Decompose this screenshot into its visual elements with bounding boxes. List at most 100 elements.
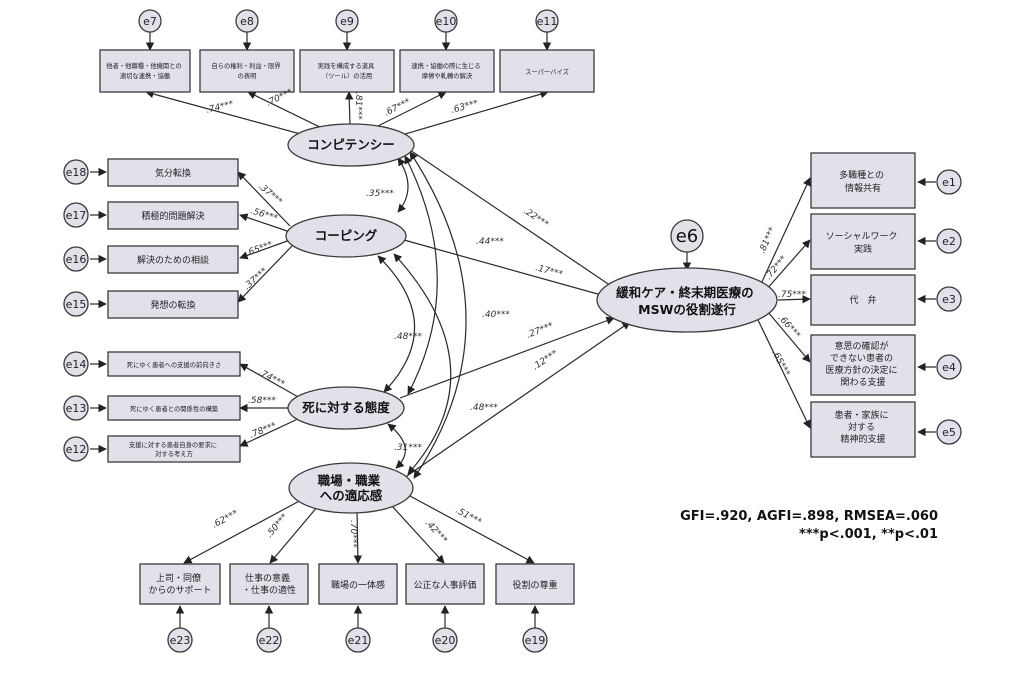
error-e4 <box>936 354 962 380</box>
edges <box>90 32 936 628</box>
edge-comp-3 <box>345 91 354 126</box>
corr-death-work <box>387 423 406 469</box>
error-e20-label: e20 <box>435 634 456 647</box>
edge-work-4 <box>391 505 445 564</box>
indicator-comp-5 <box>499 49 595 93</box>
error-e10 <box>434 9 458 33</box>
latent-workplace-label: 職場・職業 への適応感 <box>318 473 385 503</box>
edge-comp-4 <box>369 91 447 131</box>
error-e2 <box>936 228 962 254</box>
indicator-work-3-label: 職場の一体感 <box>331 579 385 591</box>
error-e11-label: e11 <box>537 15 558 28</box>
indicator-out-3 <box>810 274 916 326</box>
fit-statistics: GFI=.920, AGFI=.898, RMSEA=.060 ***p<.00… <box>680 509 938 542</box>
loading-work-5: .51*** <box>454 506 484 528</box>
error-e6-label: e6 <box>676 226 699 247</box>
indicator-work-2-line2: ・仕事の適性 <box>242 584 296 596</box>
indicator-out-1-line2: 情報共有 <box>845 182 881 194</box>
latent-outcome-line1: 緩和ケア・終末期医療の <box>616 285 754 300</box>
indicator-work-2-label: 仕事の意義 ・仕事の適性 <box>242 572 296 596</box>
edge-cop-4 <box>237 245 293 303</box>
indicator-cop-1 <box>107 158 239 187</box>
error-e9-label: e9 <box>340 15 354 28</box>
edge-cop-2 <box>239 213 291 233</box>
indicator-out-2 <box>810 213 916 270</box>
latent-competency-label: コンピテンシー <box>307 137 395 152</box>
indicator-work-1-line2: からのサポート <box>148 585 211 596</box>
death-attitude-indicators: 死にゆく患者への支援の前向きさ 死にゆく患者との関係性の構築 支援に対する患者自… <box>107 351 241 463</box>
latent-outcome <box>596 267 778 333</box>
loading-comp-4: .67*** <box>383 97 413 119</box>
latent-competency <box>287 123 415 167</box>
edge-death-1 <box>239 363 301 399</box>
error-e4-label: e4 <box>942 361 956 374</box>
error-e18-label: e18 <box>66 166 87 179</box>
latent-outcome-label: 緩和ケア・終末期医療の MSWの役割遂行 <box>616 285 758 317</box>
error-e10-label: e10 <box>436 15 457 28</box>
indicator-comp-4-line2: 摩擦や軋轢の解決 <box>422 71 473 80</box>
indicator-work-1-label: 上司・同僚 からのサポート <box>148 572 211 596</box>
latent-outcome-line2: MSWの役割遂行 <box>638 302 736 317</box>
edge-out-3 <box>777 295 811 304</box>
corr-coef-cop-death: .48*** <box>394 332 422 342</box>
latent-workplace-line1: 職場・職業 <box>318 473 381 488</box>
coping-indicators: 気分転換 積極的問題解決 解決のための相談 発想の転換 <box>107 158 239 319</box>
indicator-out-2-label: ソーシャルワーク 実践 <box>826 231 901 255</box>
edge-out-5 <box>757 319 811 429</box>
error-e13 <box>63 395 89 421</box>
indicator-comp-2-line2: の表明 <box>238 71 257 80</box>
loading-work-4: .42*** <box>423 518 449 546</box>
indicator-out-4-line3: 医療方針の決定に <box>826 364 898 376</box>
indicator-out-2-line1: ソーシャルワーク <box>826 231 898 242</box>
indicator-comp-3-line1: 実践を構成する道具 <box>318 61 375 70</box>
corr-comp-work <box>409 151 467 479</box>
indicator-out-2-line2: 実践 <box>854 243 872 255</box>
path-work-out <box>403 321 631 479</box>
edge-work-5 <box>409 495 535 564</box>
outcome-indicators: 多職種との 情報共有 ソーシャルワーク 実践 代 弁 意思の確認が できない患者… <box>810 152 916 458</box>
indicator-cop-3-label: 解決のための相談 <box>137 254 209 266</box>
error-e13-label: e13 <box>66 402 87 415</box>
error-e5 <box>936 419 962 445</box>
edge-cop-1 <box>237 171 291 227</box>
indicator-work-5 <box>495 563 575 605</box>
error-e1 <box>936 169 962 195</box>
path-coef-comp: .22*** <box>521 206 550 230</box>
error-e23 <box>167 627 193 653</box>
path-cop-out <box>403 239 613 301</box>
loading-comp-1: .74*** <box>205 99 235 116</box>
error-e5-label: e5 <box>942 426 956 439</box>
error-e12-label: e12 <box>66 443 87 456</box>
indicator-work-4-label: 公正な人事評価 <box>413 579 476 591</box>
error-e7-label: e7 <box>143 15 157 28</box>
indicator-cop-2-label: 積極的問題解決 <box>141 210 204 222</box>
indicator-out-5-line1: 患者・家族に <box>835 409 889 421</box>
error-e1-label: e1 <box>942 176 956 189</box>
error-e17-label: e17 <box>66 209 87 222</box>
indicator-cop-4-label: 発想の転換 <box>150 299 195 311</box>
loading-death-2: .58*** <box>248 396 276 406</box>
edge-comp-5 <box>377 90 549 143</box>
indicator-out-5-line2: 対する <box>848 421 875 433</box>
edge-out-4 <box>767 311 811 363</box>
loading-work-3: .70*** <box>348 520 358 548</box>
indicator-cop-1-label: 気分転換 <box>155 167 191 179</box>
path-comp-out <box>409 149 621 293</box>
indicator-out-4-line1: 意思の確認が <box>835 340 889 352</box>
edge-out-2 <box>765 239 811 291</box>
latent-variables: コンピテンシー コーピング 死に対する態度 職場・職業 への適応感 緩和ケア・終… <box>285 123 778 514</box>
indicator-work-5-label: 役割の尊重 <box>512 579 557 591</box>
indicator-comp-4-label: 連携・協働の際に生じる 摩擦や軋轢の解決 <box>411 61 482 80</box>
corr-cop-work <box>393 253 452 475</box>
error-e16-label: e16 <box>66 253 87 266</box>
significance-legend: ***p<.001, **p<.01 <box>799 527 938 542</box>
loading-work-2: .50*** <box>265 512 291 540</box>
indicator-comp-3 <box>299 49 395 93</box>
loading-death-3: .78*** <box>248 421 278 441</box>
loading-death-1: .74*** <box>257 368 287 390</box>
corr-coef-comp-work: .40*** <box>482 310 510 320</box>
edge-cop-3 <box>239 239 291 260</box>
error-e11 <box>535 9 559 33</box>
loading-comp-3: .81*** <box>353 92 363 120</box>
